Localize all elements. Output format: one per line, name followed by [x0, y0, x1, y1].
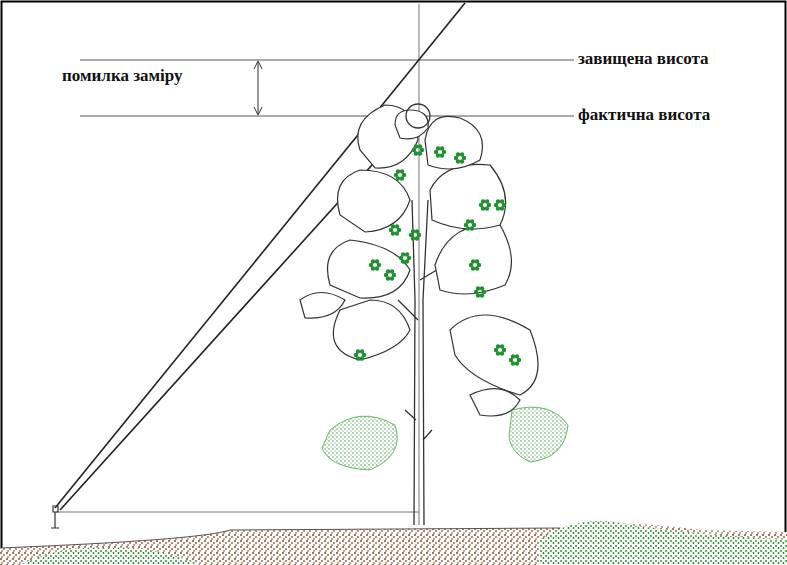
leaf-spot	[500, 344, 504, 348]
leaf-spot	[496, 344, 500, 348]
leaf-spot	[386, 269, 390, 273]
baseline	[56, 512, 419, 513]
leaf-spot	[400, 169, 404, 173]
tree-top-circle	[406, 104, 430, 128]
leaf-spot	[411, 229, 415, 233]
tree-trunk	[398, 200, 445, 525]
foliage	[509, 407, 568, 462]
grass	[20, 548, 200, 565]
sight-line	[55, 3, 465, 508]
leaf-spot	[481, 199, 485, 203]
leaf-spot	[485, 199, 489, 203]
leaf-spot	[456, 152, 460, 156]
leaf-spot	[515, 354, 519, 358]
leaf-spot	[511, 354, 515, 358]
height-label: фактична висота	[578, 105, 710, 125]
vertical-line	[419, 4, 420, 525]
overstated-height-line	[80, 60, 574, 61]
leaf-spot	[371, 259, 375, 263]
height-label: завищена висота	[578, 49, 709, 69]
leaf-spot	[440, 153, 444, 157]
leaf-spot	[475, 259, 479, 263]
sight-line	[60, 123, 410, 510]
leaf-spot	[405, 252, 409, 256]
leaf-spot	[436, 146, 440, 150]
leaf-spots	[354, 144, 521, 365]
leaf-spot	[470, 219, 474, 223]
leaf-spot	[466, 219, 470, 223]
leaf-spot	[405, 259, 409, 263]
leaf-spot	[415, 229, 419, 233]
leaf-spot	[396, 169, 400, 173]
leaf-spot	[460, 159, 464, 163]
leaf-spot	[418, 144, 422, 148]
leaf-spot	[476, 286, 480, 290]
grass	[540, 521, 787, 565]
leaf-spot	[395, 231, 399, 235]
leaf-spot	[470, 226, 474, 230]
leaf-spot	[500, 199, 504, 203]
leaf-spot	[440, 146, 444, 150]
leaf-spot	[496, 199, 500, 203]
leaf-spot	[390, 269, 394, 273]
instrument	[51, 506, 59, 528]
leaf-spot	[360, 356, 364, 360]
foliage	[322, 416, 397, 470]
leaf-spot	[356, 349, 360, 353]
leaf-spot	[375, 266, 379, 270]
ground-line	[0, 528, 560, 548]
leaf-spot	[475, 266, 479, 270]
leaf-spot	[480, 286, 484, 290]
leaf-spot	[480, 293, 484, 297]
leaf-spot	[391, 224, 395, 228]
leaf-spot	[500, 206, 504, 210]
leaf-spot	[460, 152, 464, 156]
leaf-spot	[360, 349, 364, 353]
leaf-spot	[515, 361, 519, 365]
leaf-spot	[395, 224, 399, 228]
error-label: помилка заміру	[62, 66, 183, 86]
leaf-spot	[390, 276, 394, 280]
leaf-spot	[471, 259, 475, 263]
leaf-spot	[400, 176, 404, 180]
leaf-spot	[414, 144, 418, 148]
leaf-spot	[415, 236, 419, 240]
actual-height-line	[80, 116, 574, 117]
leaf-spot	[500, 351, 504, 355]
leaf-spot	[375, 259, 379, 263]
error-arrow-heads	[254, 61, 262, 115]
error-arrow	[258, 62, 259, 114]
leaf-spot	[485, 206, 489, 210]
leaf-spot	[418, 151, 422, 155]
leaf-spot	[401, 252, 405, 256]
tree-crown	[300, 105, 538, 416]
